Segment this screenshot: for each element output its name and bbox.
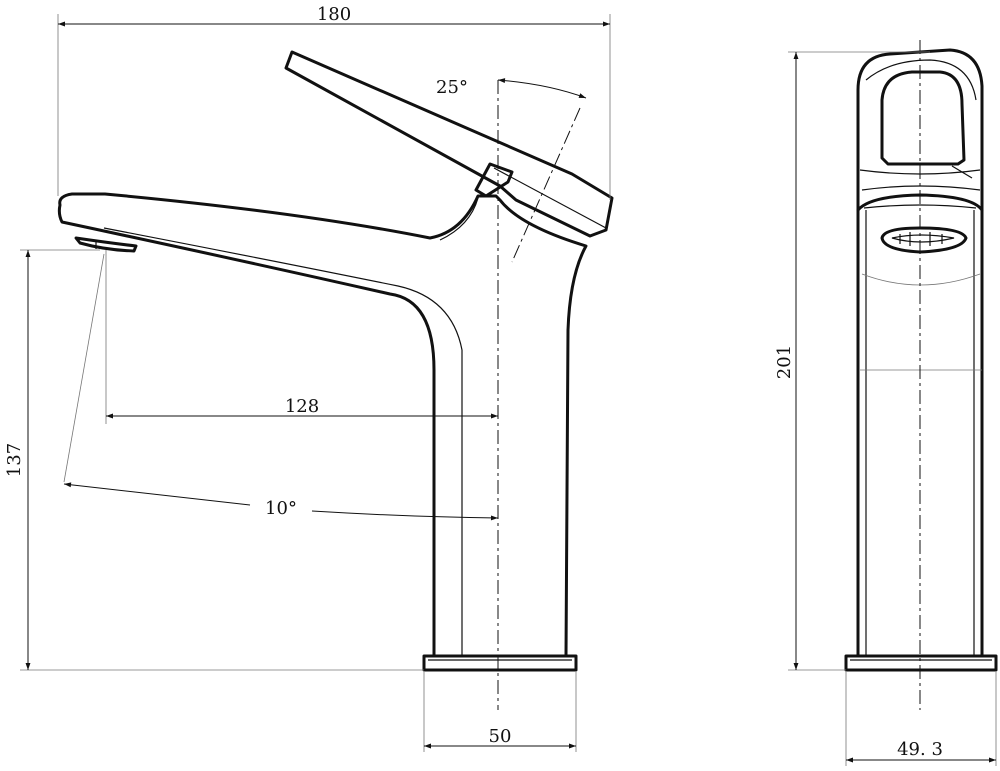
front-aerator bbox=[74, 236, 138, 253]
side-dimensions: 201 49. 3 bbox=[774, 51, 997, 766]
dim-spout-height: 137 bbox=[4, 443, 25, 477]
dim-side-width: 49. 3 bbox=[897, 739, 943, 760]
dim-spout-reach: 128 bbox=[285, 396, 319, 417]
front-base-plate bbox=[422, 654, 578, 672]
front-lever-handle bbox=[284, 50, 614, 238]
dim-spout-angle: 10° bbox=[265, 498, 297, 519]
dim-lever-angle: 25° bbox=[436, 77, 468, 98]
front-lever-cartridge bbox=[474, 162, 514, 198]
side-body-outline bbox=[856, 48, 984, 658]
lever-angle-centerline bbox=[511, 107, 581, 263]
front-dimensions: 180 25° 128 10° 137 50 bbox=[4, 4, 611, 752]
side-base-plate bbox=[844, 654, 998, 672]
dim-base-width: 50 bbox=[489, 726, 512, 747]
dim-overall-height: 201 bbox=[774, 345, 795, 379]
side-lever-grip bbox=[880, 70, 966, 166]
side-aerator bbox=[880, 226, 968, 254]
side-view bbox=[844, 40, 998, 710]
front-body-outline bbox=[57, 192, 588, 658]
front-view bbox=[57, 50, 614, 710]
dim-overall-width: 180 bbox=[317, 4, 351, 25]
